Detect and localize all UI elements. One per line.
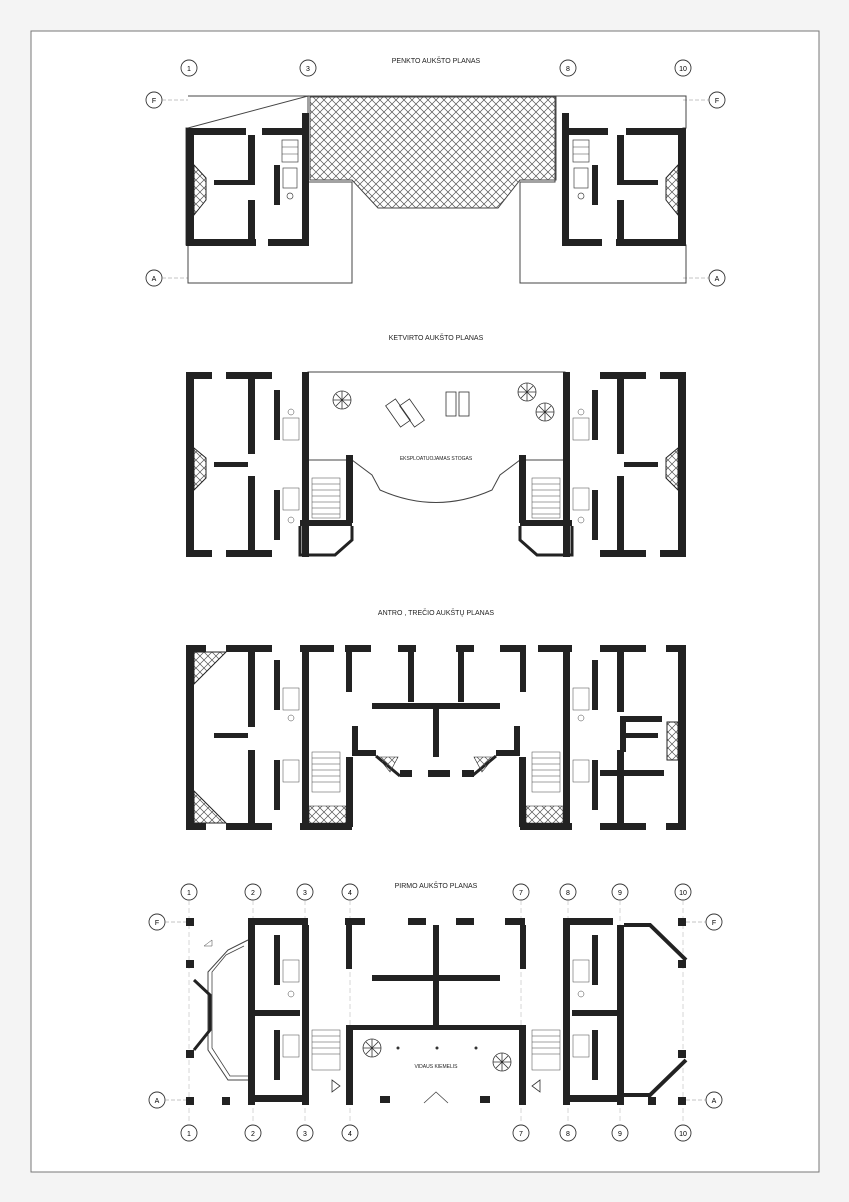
fifth-right-wing-walls <box>562 113 686 246</box>
axis-label: F <box>152 98 156 105</box>
courtyard-lamps <box>396 1046 478 1050</box>
first-axis-markers-bottom: 1 2 3 4 7 8 9 10 <box>180 1124 692 1142</box>
sheet-frame <box>30 30 820 1173</box>
axis-label: A <box>152 276 157 283</box>
terrace-furniture <box>332 382 555 428</box>
axis-label: 8 <box>566 1131 570 1138</box>
roof-hatch <box>309 96 557 209</box>
axis-label: 10 <box>679 66 687 73</box>
axis-label: 7 <box>519 890 523 897</box>
axis-label: 2 <box>251 1131 255 1138</box>
second-third-floor-plan: ANTRO , TREČIO AUKŠTŲ PLANAS <box>186 608 686 830</box>
axis-label: F <box>712 920 716 927</box>
first-floor-plan: PIRMO AUKŠTO PLANAS 1 2 3 4 7 8 9 10 1 2 <box>148 881 723 1142</box>
first-floor-walls <box>186 918 686 1105</box>
axis-label: 9 <box>618 1131 622 1138</box>
axis-label: A <box>712 1098 717 1105</box>
fourth-floor-title: KETVIRTO AUKŠTO PLANAS <box>389 333 484 342</box>
axis-label: 1 <box>187 1131 191 1138</box>
fourth-left-wing-walls <box>186 372 353 557</box>
axis-label: 7 <box>519 1131 523 1138</box>
axis-label: A <box>155 1098 160 1105</box>
fifth-floor-title: PENKTO AUKŠTO PLANAS <box>392 56 481 65</box>
axis-label: 4 <box>348 890 352 897</box>
axis-label: 3 <box>303 890 307 897</box>
axis-label: F <box>155 920 159 927</box>
axis-label: 9 <box>618 890 622 897</box>
axis-label: 10 <box>679 890 687 897</box>
fourth-floor-plan: KETVIRTO AUKŠTO PLANAS EKSPLOATUOJAMAS S… <box>186 333 686 557</box>
fifth-left-wing-walls <box>186 113 309 246</box>
axis-label: 3 <box>303 1131 307 1138</box>
axis-label: 1 <box>187 66 191 73</box>
axis-label: 8 <box>566 66 570 73</box>
axis-label: F <box>715 98 719 105</box>
axis-label: 4 <box>348 1131 352 1138</box>
typical-floor-walls <box>186 645 686 830</box>
second-third-floor-title: ANTRO , TREČIO AUKŠTŲ PLANAS <box>378 608 495 617</box>
courtyard-trees <box>362 1038 512 1072</box>
fourth-right-wing-walls <box>519 372 686 557</box>
first-floor-title: PIRMO AUKŠTO PLANAS <box>395 881 478 890</box>
axis-label: A <box>715 276 720 283</box>
axis-label: 3 <box>306 66 310 73</box>
courtyard-label: VIDAUS KIEMELIS <box>414 1064 458 1070</box>
roof-terrace-label: EKSPLOATUOJAMAS STOGAS <box>400 456 473 462</box>
axis-label: 1 <box>187 890 191 897</box>
fifth-floor-plan: PENKTO AUKŠTO PLANAS 1 3 8 10 F F A A <box>145 56 726 287</box>
axis-label: 2 <box>251 890 255 897</box>
axis-label: 8 <box>566 890 570 897</box>
first-axis-markers-rows: F F A A <box>148 913 723 1109</box>
fifth-axis-markers: 1 3 8 10 F F A A <box>145 59 726 287</box>
axis-label: 10 <box>679 1131 687 1138</box>
